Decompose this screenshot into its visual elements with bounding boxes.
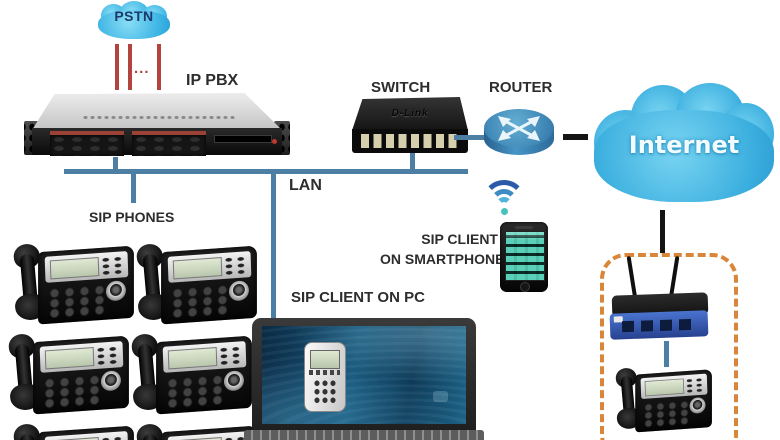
- sip-client-smartphone-label-line2: ON SMARTPHONE: [380, 251, 505, 267]
- wifi-icon: [482, 180, 526, 217]
- switch-brand-logo: D-Link: [391, 108, 429, 119]
- softphone-button-row: [309, 370, 340, 375]
- phone-panel: [640, 373, 708, 400]
- switch-top: D-Link: [352, 97, 468, 131]
- phone-panel: [167, 431, 252, 440]
- phone-keypad: [47, 284, 107, 319]
- remote-sip-phone: [616, 360, 714, 434]
- wireless-router-ports: [621, 318, 697, 333]
- server-optical-drive: [214, 135, 272, 143]
- server-front: [32, 128, 282, 156]
- server-top: [32, 93, 282, 130]
- switch-ports: [361, 133, 462, 148]
- phone-body: [38, 245, 134, 325]
- phone-body: [161, 245, 257, 325]
- phone-panel: [39, 341, 124, 373]
- sip-client-smartphone-label-line1: SIP CLIENT: [421, 231, 498, 247]
- phone-body: [161, 425, 257, 440]
- laptop-icon: hp: [252, 318, 476, 440]
- switch-label: SWITCH: [371, 79, 431, 96]
- server-lan-link: [113, 157, 118, 174]
- remote-site-boundary: [600, 253, 738, 440]
- phone-nav-dial: [689, 396, 706, 415]
- phone-panel: [44, 431, 129, 440]
- phone-side-buttons: [99, 435, 126, 440]
- phone-lcd: [172, 257, 223, 280]
- router-label: ROUTER: [489, 79, 553, 96]
- ip-pbx-server-icon: [24, 93, 290, 158]
- sip-phone-icon: [616, 360, 714, 434]
- phone-body: [635, 369, 712, 433]
- smartphone-dialpad-screen: [505, 231, 545, 281]
- phone-side-buttons: [222, 255, 249, 276]
- softphone-lcd: [310, 350, 340, 369]
- sip-phone-icon: [137, 414, 259, 440]
- wireless-router-icon: [609, 310, 709, 340]
- switch-lan-link: [410, 149, 415, 174]
- smartphone-home-button: [520, 282, 530, 292]
- sip-phone-icon: [14, 234, 136, 326]
- sip-phone-icon: [137, 234, 259, 326]
- server-drive-bay: [50, 131, 124, 156]
- softphone-keypad: [313, 379, 337, 405]
- phone-panel: [162, 341, 247, 373]
- internet-remote-link: [660, 210, 665, 253]
- hp-screen-logo: [433, 391, 448, 402]
- lan-bus-line: [64, 169, 468, 174]
- pstn-trunk-ellipsis: ...: [134, 60, 150, 77]
- phone-keypad: [642, 400, 691, 428]
- sip-client-pc-label: SIP CLIENT ON PC: [291, 289, 425, 306]
- phone-keypad: [170, 284, 230, 319]
- phone-panel: [167, 251, 252, 283]
- pstn-label: PSTN: [114, 8, 154, 24]
- phone-lcd: [644, 378, 685, 397]
- pstn-trunk-line: [115, 44, 119, 90]
- switch-front: [352, 129, 468, 153]
- laptop-screen: [262, 326, 466, 424]
- softphone-app-icon: [304, 342, 346, 412]
- smartphone-earpiece: [515, 226, 533, 229]
- pstn-cloud-icon: PSTN: [96, 1, 172, 41]
- phone-lcd: [167, 347, 218, 370]
- phone-lcd: [44, 347, 95, 370]
- server-drive-bay: [132, 131, 206, 156]
- pstn-trunk-line: [128, 44, 132, 90]
- phone-nav-dial: [105, 280, 126, 302]
- internet-cloud-icon: Internet: [590, 83, 778, 207]
- phone-keypad: [42, 374, 102, 409]
- internet-label: Internet: [628, 131, 740, 159]
- router-arrows-glyph: [498, 116, 540, 141]
- remote-router-phone-link: [664, 341, 669, 367]
- phone-nav-dial: [223, 370, 244, 392]
- phone-nav-dial: [228, 280, 249, 302]
- sip-phone-icon: [14, 414, 136, 440]
- laptop-keyboard-base: [244, 430, 484, 440]
- server-power-led: [272, 139, 277, 144]
- phone-body: [156, 335, 252, 415]
- sip-phone-icon: [132, 324, 254, 416]
- ip-pbx-label: IP PBX: [186, 72, 239, 89]
- pc-lan-link: [271, 169, 276, 322]
- phone-body: [33, 335, 129, 415]
- phone-keypad: [165, 374, 225, 409]
- phone-panel: [44, 251, 129, 283]
- switch-icon: D-Link: [352, 97, 468, 153]
- phone-side-buttons: [684, 376, 706, 394]
- phones-lan-link: [131, 169, 136, 203]
- phone-body: [38, 425, 134, 440]
- phone-nav-dial: [100, 370, 121, 392]
- phone-side-buttons: [94, 345, 121, 366]
- pstn-trunk-line: [157, 44, 161, 90]
- router-internet-link: [563, 134, 588, 140]
- phone-side-buttons: [99, 255, 126, 276]
- sip-phones-label: SIP PHONES: [89, 209, 175, 225]
- sip-phone-icon: [9, 324, 131, 416]
- router-icon: [484, 109, 554, 163]
- phone-side-buttons: [217, 345, 244, 366]
- lan-label: LAN: [289, 177, 322, 194]
- smartphone-icon: [500, 222, 548, 292]
- phone-lcd: [49, 257, 100, 280]
- switch-router-link: [454, 135, 486, 140]
